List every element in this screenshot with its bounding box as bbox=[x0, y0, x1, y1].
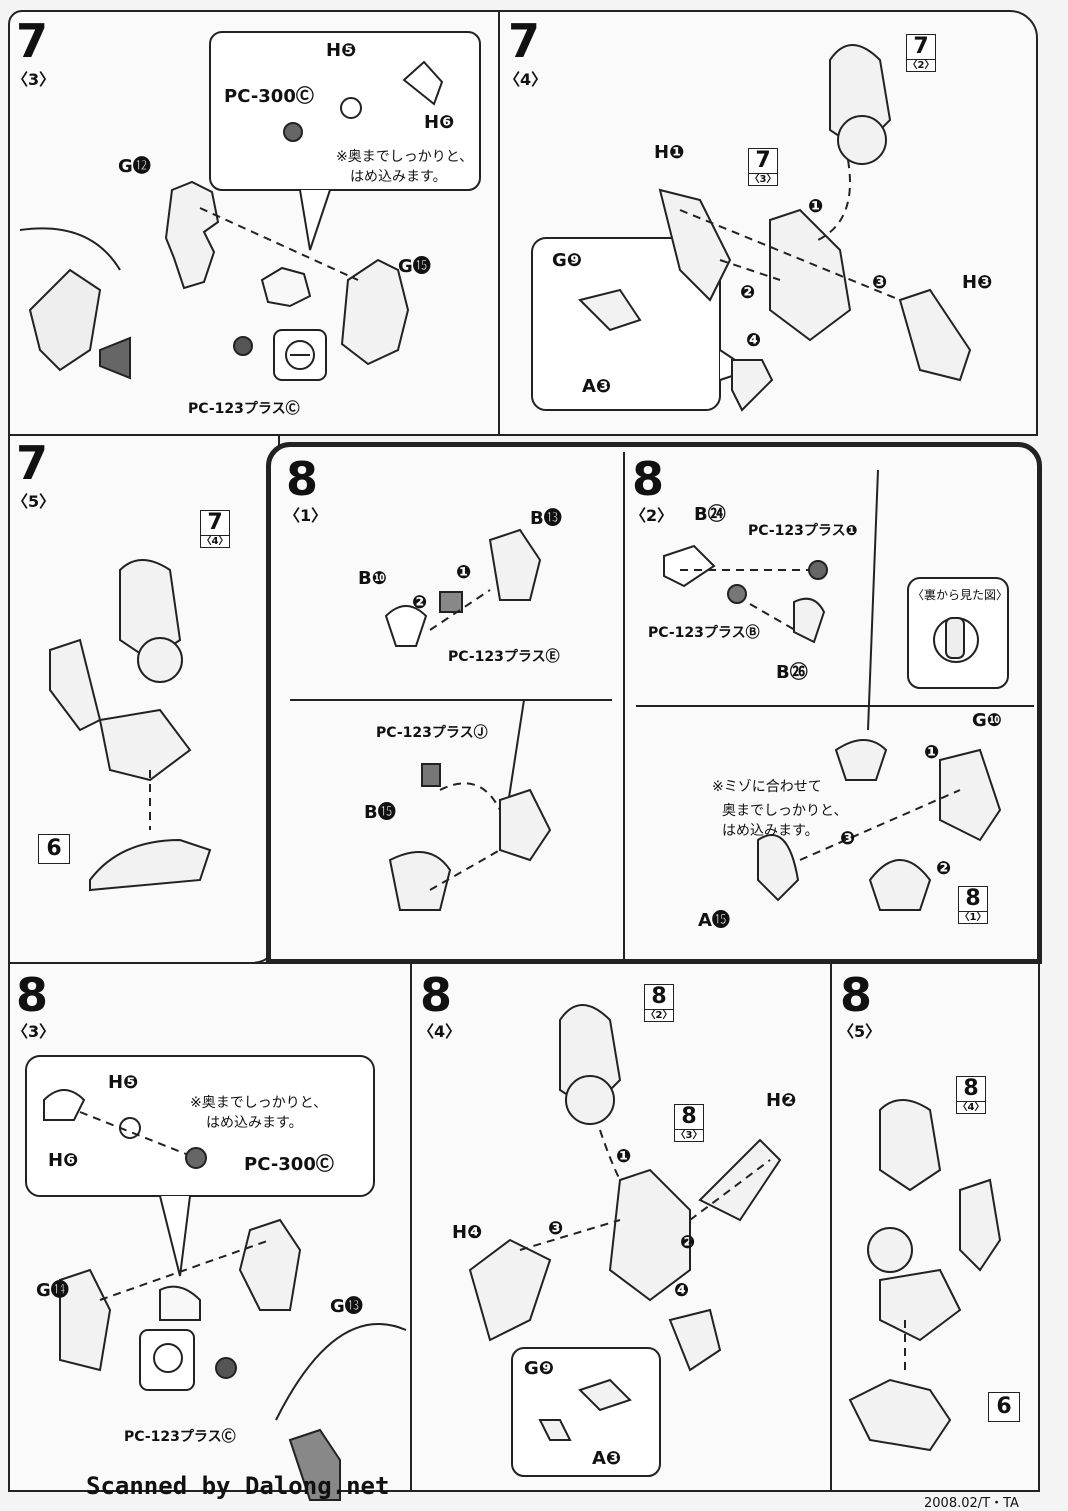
part-label-g12: G⓬ bbox=[118, 156, 151, 177]
ref-badge: 8 〈3〉 bbox=[674, 1104, 704, 1142]
ref-badge: 8 〈2〉 bbox=[644, 984, 674, 1022]
note-line-3: はめ込みます。 bbox=[722, 823, 819, 839]
note-line-1: ※奥までしっかりと、 bbox=[336, 149, 474, 165]
note-line-1: ※ミゾに合わせて bbox=[712, 779, 822, 795]
part-label-pc123-j: PC-123プラスⒿ bbox=[376, 725, 488, 741]
part-label-g14: G⓮ bbox=[36, 1280, 69, 1301]
step-sub: 〈3〉 bbox=[12, 1022, 56, 1041]
ref-badge-6: 6 bbox=[988, 1392, 1020, 1422]
ref-badge: 7 〈4〉 bbox=[200, 510, 230, 548]
part-label-b13: B⓭ bbox=[530, 508, 562, 529]
step-order-3: ❸ bbox=[840, 828, 856, 849]
ref-number: 8 bbox=[651, 984, 667, 1009]
step-number: 7 bbox=[16, 14, 49, 68]
ref-number: 7 bbox=[913, 34, 929, 59]
rear-view-label: 〈裏から見た図〉 bbox=[912, 588, 1009, 602]
ref-badge: 8 〈4〉 bbox=[956, 1076, 986, 1114]
step-order-2: ❷ bbox=[412, 592, 428, 613]
step-order-3: ❸ bbox=[548, 1218, 564, 1239]
step-number: 7 bbox=[508, 14, 541, 68]
ref-sub: 〈2〉 bbox=[645, 1009, 673, 1021]
ref-number: 8 bbox=[965, 886, 981, 911]
note-line-2: 奥までしっかりと、 bbox=[722, 803, 848, 819]
part-label-b15: B⓯ bbox=[364, 802, 396, 823]
ref-number: 8 bbox=[681, 1104, 697, 1129]
ref-number: 7 bbox=[207, 510, 223, 535]
ref-sub: 〈1〉 bbox=[959, 911, 987, 923]
ref-sub: 〈3〉 bbox=[675, 1129, 703, 1141]
step-order-2: ❷ bbox=[680, 1232, 696, 1253]
step-order-1: ❶ bbox=[808, 196, 824, 217]
step-order-1: ❶ bbox=[616, 1146, 632, 1167]
part-label-h2: H❷ bbox=[766, 1090, 797, 1111]
note-line-1: ※奥までしっかりと、 bbox=[190, 1095, 328, 1111]
ref-sub: 〈2〉 bbox=[907, 59, 935, 71]
ref-sub: 〈4〉 bbox=[201, 535, 229, 547]
part-label-h4: H❹ bbox=[452, 1222, 483, 1243]
note-line-2: はめ込みます。 bbox=[206, 1115, 303, 1131]
part-label-a15: A⓯ bbox=[698, 910, 730, 931]
ref-badge: 7 〈2〉 bbox=[906, 34, 936, 72]
part-label-b24: B㉔ bbox=[694, 504, 726, 525]
ref-badge: 7 〈3〉 bbox=[748, 148, 778, 186]
scanner-watermark: Scanned by Dalong.net bbox=[86, 1472, 390, 1500]
part-label-pc123-1: PC-123プラス❶ bbox=[748, 523, 858, 539]
step-sub: 〈2〉 bbox=[630, 506, 674, 525]
part-label-g13: G⓭ bbox=[330, 1296, 363, 1317]
step-number: 8 bbox=[16, 968, 49, 1022]
part-label-g10: G❿ bbox=[972, 710, 1003, 731]
part-label-g9: G❾ bbox=[524, 1358, 555, 1379]
part-label-h1: H❶ bbox=[654, 142, 685, 163]
step-sub: 〈5〉 bbox=[12, 492, 56, 511]
part-label-pc300: PC-300Ⓒ bbox=[244, 1154, 334, 1175]
part-label-h5: H❺ bbox=[326, 40, 357, 61]
ref-sub: 〈3〉 bbox=[749, 173, 777, 185]
step-order-1: ❶ bbox=[924, 742, 940, 763]
step-order-2: ❷ bbox=[740, 282, 756, 303]
step-number: 8 bbox=[420, 968, 453, 1022]
part-label-h5: H❺ bbox=[108, 1072, 139, 1093]
part-label-g15: G⓯ bbox=[398, 256, 431, 277]
part-label-h3: H❸ bbox=[962, 272, 993, 293]
part-label-pc123-b: PC-123プラスⒷ bbox=[648, 625, 760, 641]
step-number: 7 bbox=[16, 436, 49, 490]
part-label-a3: A❸ bbox=[582, 376, 612, 397]
part-label-h6: H❻ bbox=[48, 1150, 79, 1171]
step-order-3: ❸ bbox=[872, 272, 888, 293]
step-order-4: ❹ bbox=[674, 1280, 690, 1301]
ref-number: 8 bbox=[963, 1076, 979, 1101]
step-sub: 〈1〉 bbox=[284, 506, 328, 525]
step-number: 8 bbox=[286, 452, 319, 506]
part-label-pc300: PC-300Ⓒ bbox=[224, 86, 314, 107]
step-number: 8 bbox=[840, 968, 873, 1022]
note-line-2: はめ込みます。 bbox=[350, 169, 447, 185]
part-label-a3: A❸ bbox=[592, 1448, 622, 1469]
step-order-2: ❷ bbox=[936, 858, 952, 879]
step-sub: 〈3〉 bbox=[12, 70, 56, 89]
step-sub: 〈5〉 bbox=[838, 1022, 882, 1041]
step-sub: 〈4〉 bbox=[504, 70, 548, 89]
step-sub: 〈4〉 bbox=[418, 1022, 462, 1041]
panel-8-3 bbox=[8, 962, 412, 1492]
part-label-pc123: PC-123プラスⒸ bbox=[124, 1429, 236, 1445]
part-label-pc123-e: PC-123プラスⒺ bbox=[448, 649, 560, 665]
ref-number: 7 bbox=[755, 148, 771, 173]
step-number: 8 bbox=[632, 452, 665, 506]
print-date: 2008.02/T・TA bbox=[924, 1496, 1019, 1511]
part-label-h6: H❻ bbox=[424, 112, 455, 133]
part-label-g9: G❾ bbox=[552, 250, 583, 271]
ref-badge: 8 〈1〉 bbox=[958, 886, 988, 924]
step-order-1: ❶ bbox=[456, 562, 472, 583]
ref-badge-6: 6 bbox=[38, 834, 70, 864]
ref-sub: 〈4〉 bbox=[957, 1101, 985, 1113]
part-label-b26: B㉖ bbox=[776, 662, 808, 683]
step-order-4: ❹ bbox=[746, 330, 762, 351]
part-label-b10: B❿ bbox=[358, 568, 387, 589]
part-label-pc123: PC-123プラスⒸ bbox=[188, 401, 300, 417]
